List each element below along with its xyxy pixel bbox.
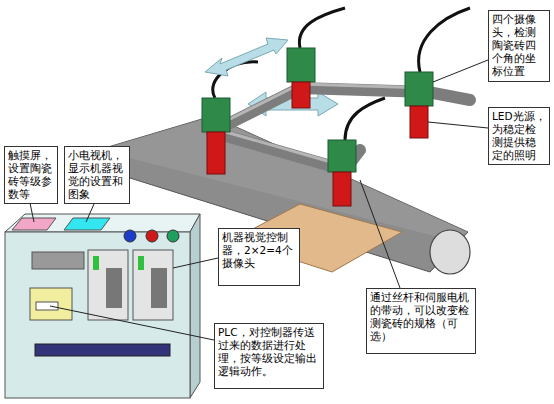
callout-box: 通过丝杆和伺服电机的带动，可以改变检测瓷砖的规格（可选） [366, 288, 476, 354]
callout-box: 机器视觉控制器，2×2=4个摄像头 [218, 228, 300, 286]
red-button [146, 230, 158, 242]
callout-box: LED光源，为稳定检测提供稳定的照明 [488, 107, 550, 165]
controller-1 [88, 250, 128, 320]
callout-text: PLC，对控制器传送过来的数据进行处理，按等级设定输出逻辑动作。 [218, 326, 320, 378]
green-button [167, 230, 179, 242]
belt-roller [430, 230, 470, 274]
callout-text: 四个摄像头，检测陶瓷砖四个角的坐标位置 [492, 13, 546, 78]
callout-box: PLC，对控制器传送过来的数据进行处理，按等级设定输出逻辑动作。 [214, 323, 324, 389]
callout-text: 机器视觉控制器，2×2=4个摄像头 [222, 231, 296, 270]
callout-box: 触摸屏，设置陶瓷砖等级参数等 [4, 146, 58, 204]
control-cabinet [5, 214, 200, 398]
bottom-bar [35, 344, 170, 356]
cameras [202, 48, 433, 206]
callout-text: 小电视机，显示机器视觉的设置和图象 [68, 149, 126, 201]
callout-box: 小电视机，显示机器视觉的设置和图象 [64, 146, 130, 204]
plc [30, 288, 72, 320]
callout-text: LED光源，为稳定检测提供稳定的照明 [492, 110, 546, 162]
controller-2 [133, 250, 173, 320]
gray-unit [32, 252, 84, 269]
blue-button [124, 230, 136, 242]
callout-text: 通过丝杆和伺服电机的带动，可以改变检测瓷砖的规格（可选） [370, 291, 472, 343]
tube-highlight [212, 84, 428, 166]
camera-cables [213, 8, 470, 140]
callout-box: 四个摄像头，检测陶瓷砖四个角的坐标位置 [488, 10, 550, 82]
callout-text: 触摸屏，设置陶瓷砖等级参数等 [8, 149, 54, 201]
